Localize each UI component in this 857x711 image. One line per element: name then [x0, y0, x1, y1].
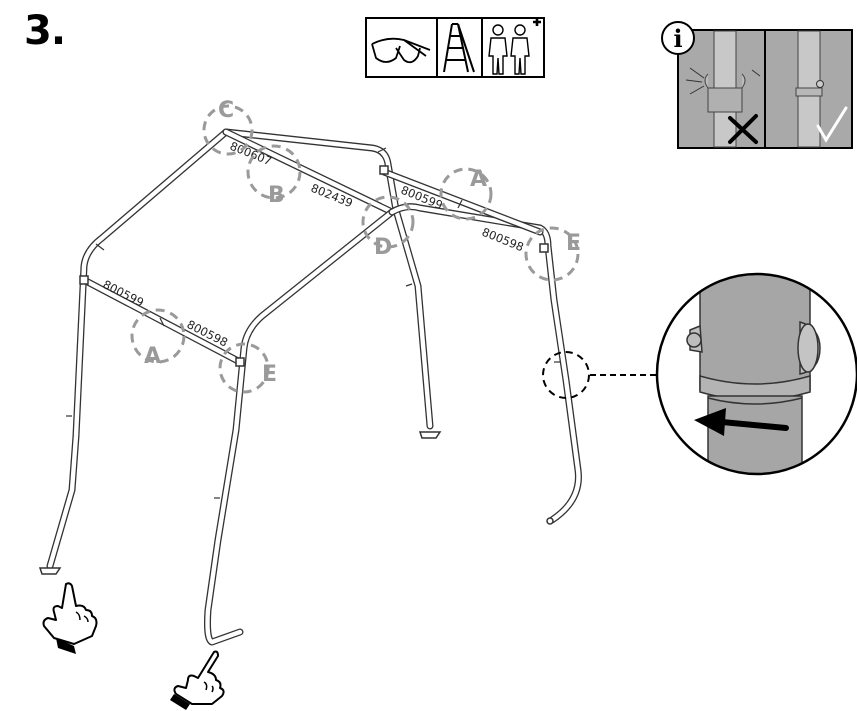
info-icon: i [661, 21, 695, 55]
incorrect-fitting-image [685, 30, 761, 148]
callout-label: C [218, 98, 234, 123]
callout-label: D [374, 235, 392, 260]
correct-check-icon [816, 106, 848, 143]
callout-b: B [246, 144, 302, 208]
callout-e-left: E [218, 342, 277, 394]
callout-e-right: E [524, 226, 581, 282]
svg-text:i: i [673, 24, 682, 53]
foot-plate-back [418, 431, 442, 439]
callout-label: B [268, 183, 285, 208]
callout-label: A [470, 167, 487, 192]
detail-callout [542, 351, 658, 399]
callout-label: A [144, 344, 161, 369]
pointing-hand-icon [42, 582, 98, 654]
safety-icons-box [365, 17, 545, 78]
callout-label: E [566, 231, 581, 256]
part-number-label: 800598 [480, 225, 526, 254]
two-people-icon [488, 18, 541, 75]
wrong-cross-icon [728, 114, 758, 144]
safety-glasses-icon [371, 37, 431, 64]
pointing-hand-icon [170, 650, 225, 710]
correct-fitting-image [795, 30, 848, 148]
step-number: 3. [24, 8, 66, 54]
callout-label: E [262, 362, 277, 387]
zoom-detail [655, 272, 857, 476]
callout-c: C [202, 98, 254, 156]
foot-plate-front-left [38, 567, 62, 575]
callout-d: D [361, 195, 415, 260]
canopy-frame [38, 128, 582, 646]
callout-a-left: A [130, 308, 186, 369]
arrow-left-icon [694, 408, 789, 436]
info-panel: i [661, 21, 853, 149]
foot-end-right [546, 517, 554, 525]
ladder-icon [443, 23, 475, 73]
callout-a-top: A [439, 167, 493, 221]
